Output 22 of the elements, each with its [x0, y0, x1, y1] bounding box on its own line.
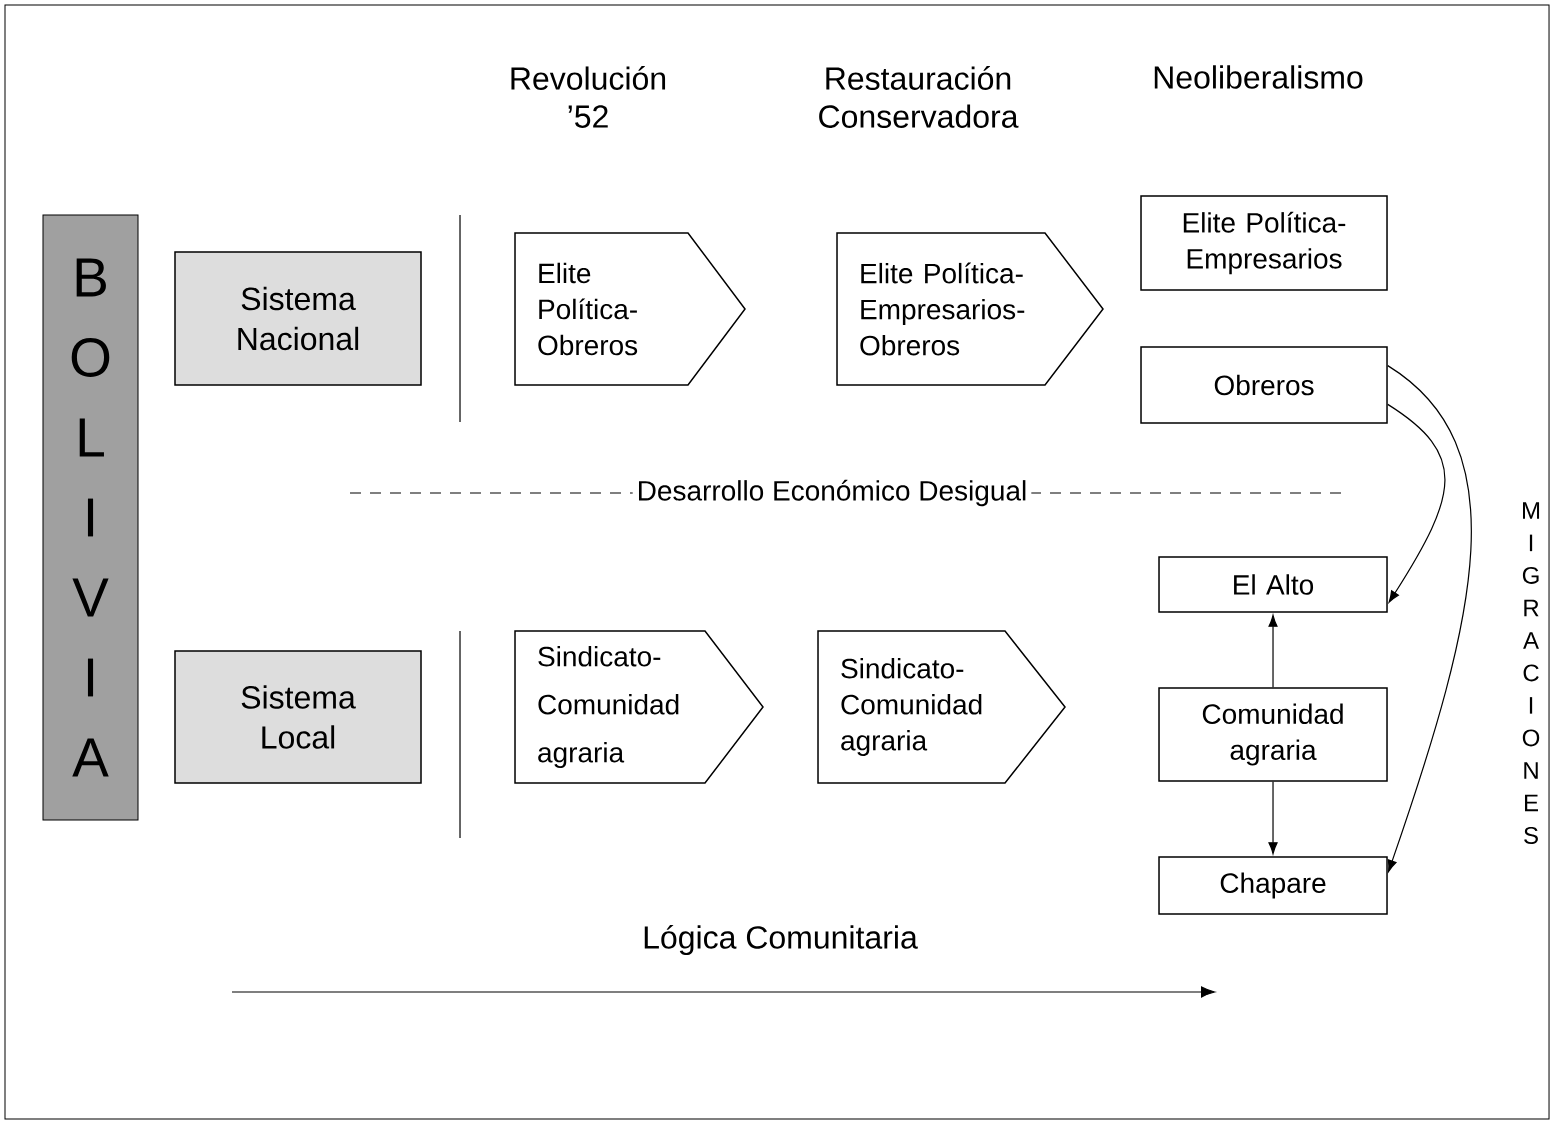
system-box: Sistema Local: [174, 650, 422, 784]
column-header: Neoliberalismo: [1154, 65, 1363, 89]
arrow: [1387, 365, 1472, 872]
text-box: Elite Política-Empresarios: [1140, 195, 1388, 291]
text-box: Obreros: [1140, 346, 1388, 424]
pentagon-arrow-box: Elite Política-Obreros: [514, 232, 746, 386]
vertical-label: MIGRACIONES: [1522, 502, 1540, 844]
arrow: [1268, 614, 1278, 688]
text-box: El Alto: [1158, 556, 1388, 613]
pentagon-arrow-box: Sindicato-Comunidad agraria: [817, 630, 1066, 784]
divider-label: Desarrollo Económico Desigual: [632, 475, 1032, 511]
arrow-label: Lógica Comunitaria: [644, 924, 918, 956]
column-header: Revolución ’52: [511, 66, 666, 128]
arrow: [1387, 403, 1446, 603]
pentagon-arrow-box: Elite Política-Empresarios-Obreros: [836, 232, 1104, 386]
text-box: Chapare: [1158, 856, 1388, 915]
system-box: Sistema Nacional: [174, 251, 422, 386]
column-header: Restauración Conservadora: [819, 66, 1019, 128]
title-band: BOLIVIA: [42, 214, 139, 821]
pentagon-arrow-box: Sindicato-Comunidad agraria: [514, 630, 764, 784]
arrow: [1268, 781, 1278, 855]
text-box: Comunidad agraria: [1158, 687, 1388, 782]
